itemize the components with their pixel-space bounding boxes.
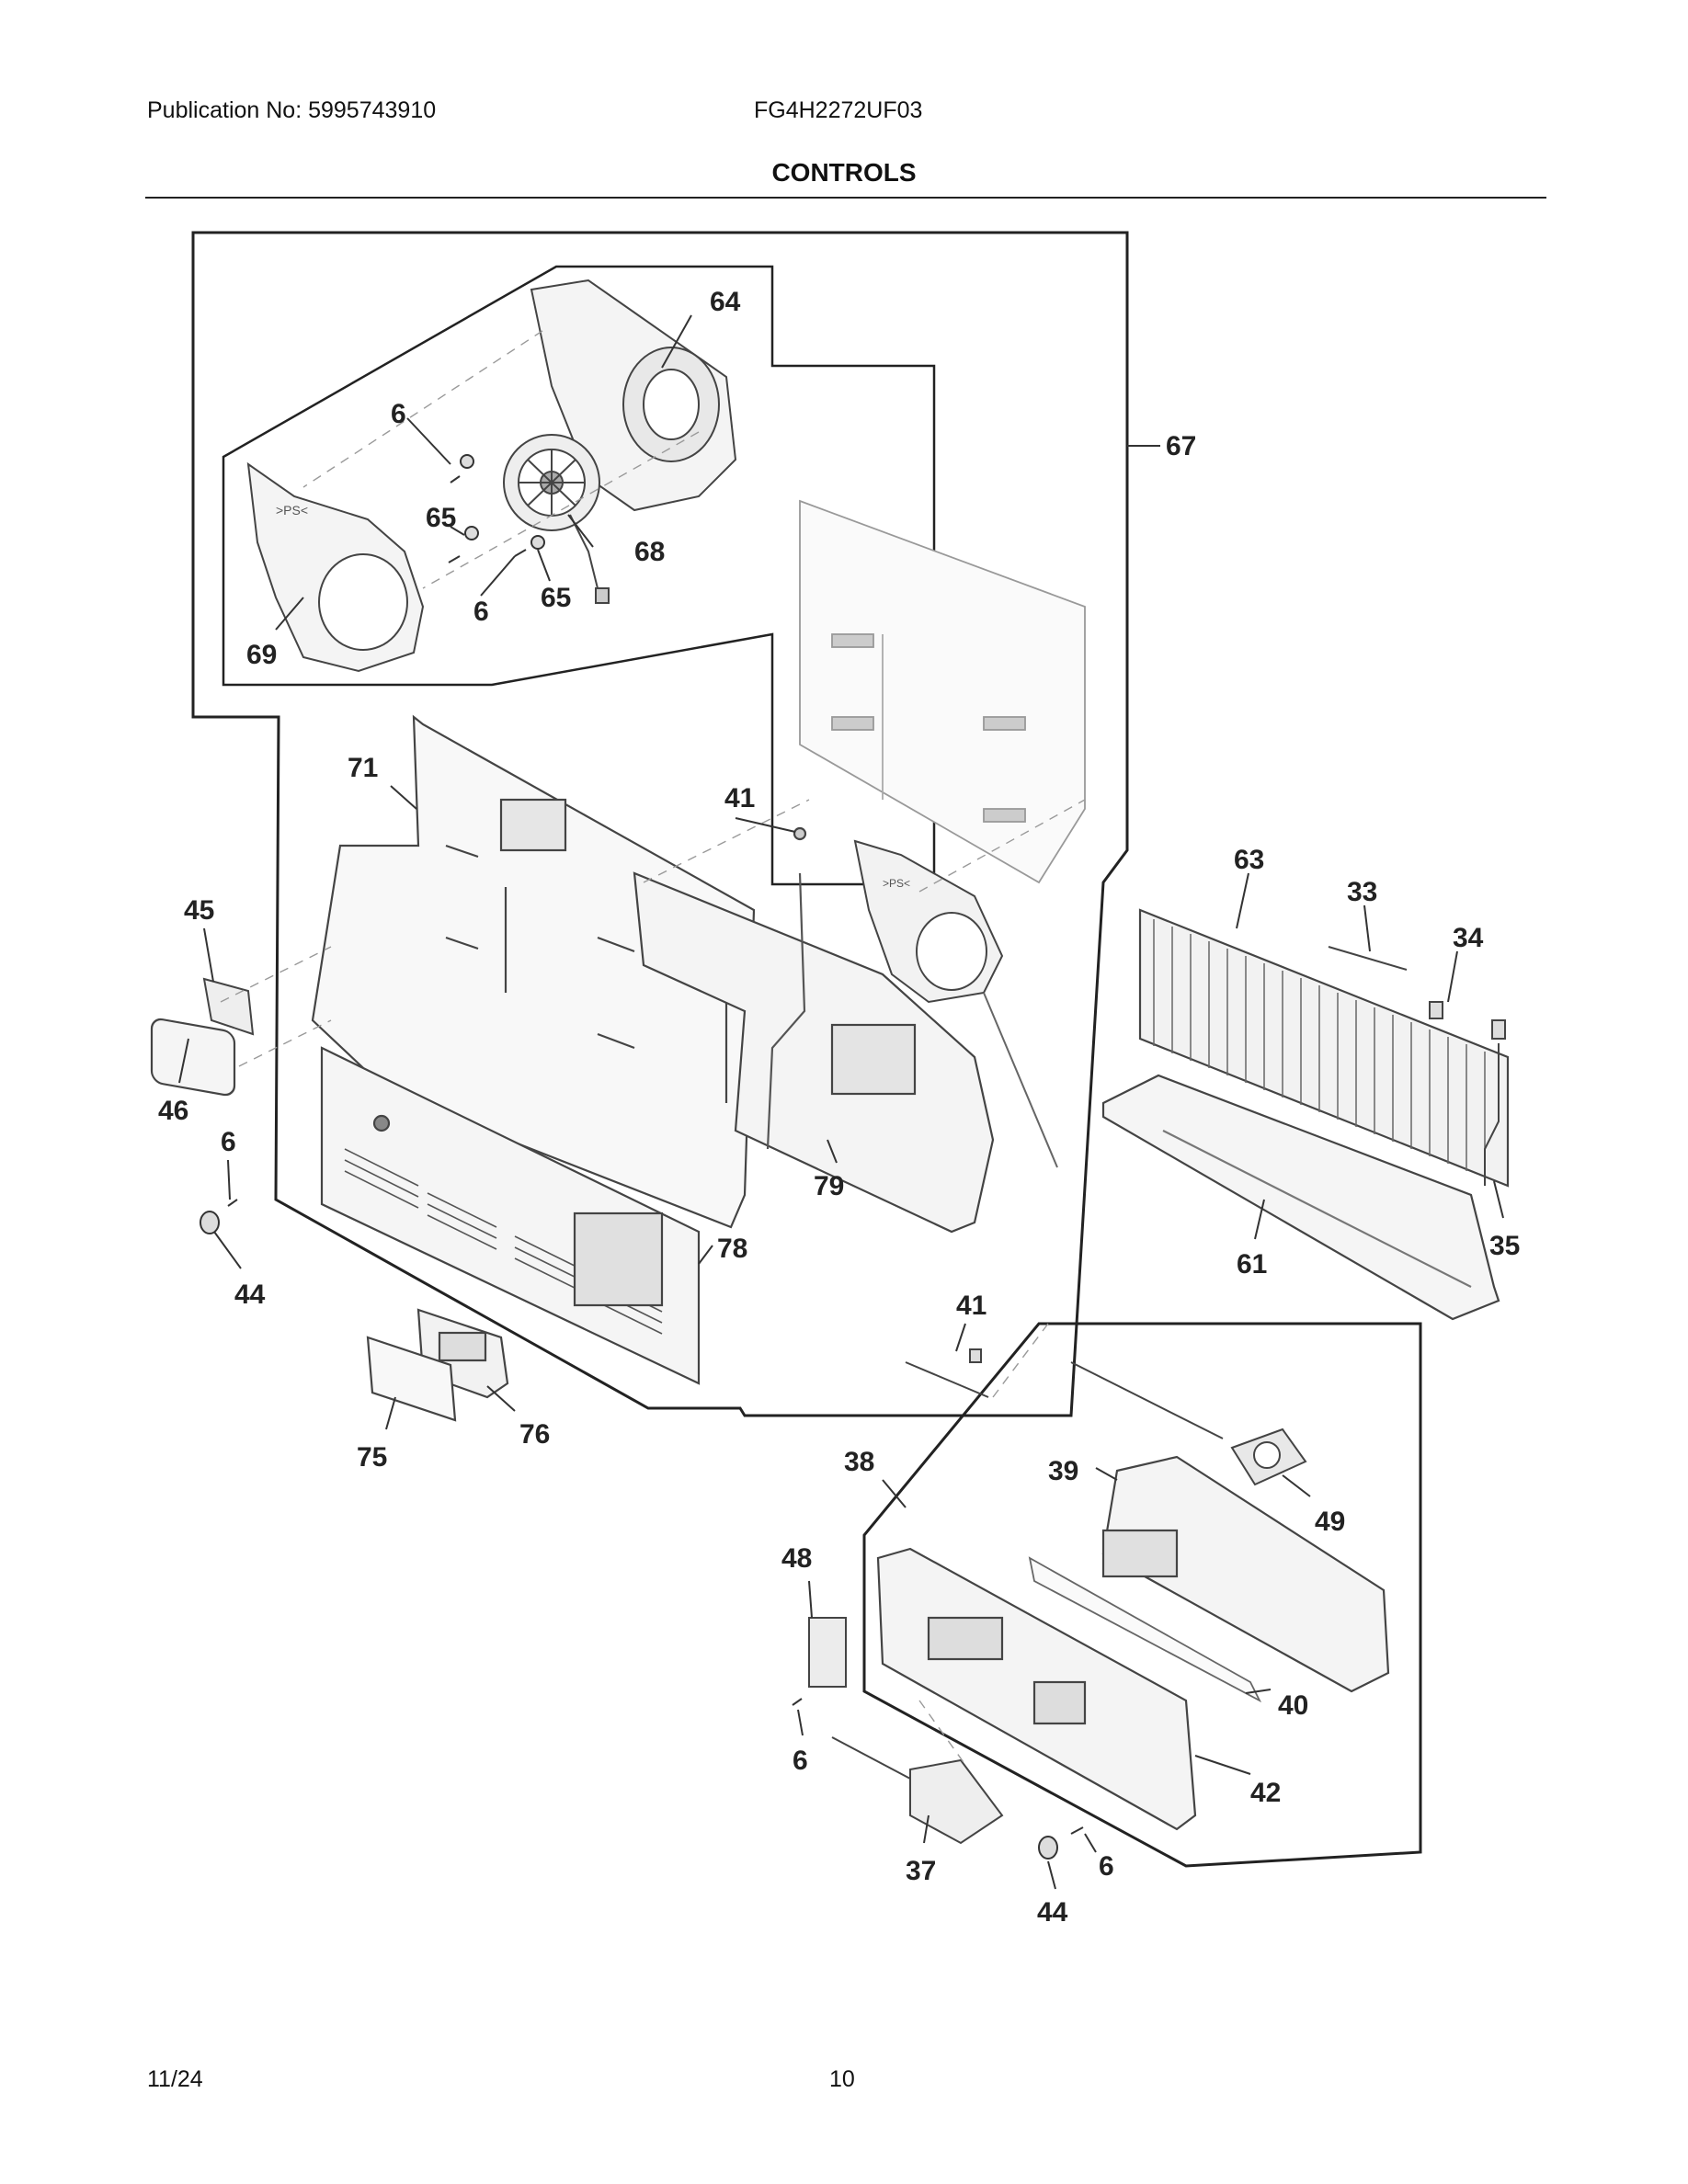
callout-45: 45 — [184, 895, 214, 926]
embossed-ps-mark-2: >PS< — [883, 877, 910, 890]
callout-78: 78 — [717, 1234, 747, 1264]
drain-pan-part — [1101, 1074, 1500, 1321]
publication-number: Publication No: 5995743910 — [147, 97, 437, 123]
callout-63: 63 — [1234, 845, 1264, 875]
fan-secondary-view — [853, 839, 1058, 1168]
section-title: CONTROLS — [771, 158, 917, 187]
callout-44-a: 44 — [234, 1280, 266, 1310]
callout-38: 38 — [844, 1447, 874, 1477]
sensor-lower — [905, 1348, 989, 1398]
control-housing-part — [1101, 1455, 1390, 1693]
callout-65-b: 65 — [541, 583, 571, 613]
callout-71: 71 — [348, 753, 378, 783]
callout-49: 49 — [1315, 1507, 1345, 1537]
light-cover-part — [150, 1018, 236, 1097]
callout-6-a: 6 — [391, 399, 406, 429]
model-number: FG4H2272UF03 — [754, 97, 923, 123]
callout-48: 48 — [781, 1543, 812, 1574]
callout-6-d: 6 — [793, 1746, 808, 1776]
callout-6-b: 6 — [473, 597, 489, 627]
footer-date: 11/24 — [147, 2066, 203, 2092]
fan-motor-part — [503, 434, 610, 604]
assembly-boundary-67 — [191, 231, 1129, 1417]
light-lens-part — [202, 977, 255, 1036]
callout-69: 69 — [246, 640, 277, 670]
callout-44-b: 44 — [1037, 1897, 1068, 1928]
callout-68: 68 — [634, 537, 665, 567]
fan-cover-part — [246, 461, 425, 673]
callout-35: 35 — [1489, 1231, 1520, 1261]
callout-6-c: 6 — [221, 1127, 236, 1157]
callout-67: 67 — [1166, 431, 1196, 461]
callout-39: 39 — [1048, 1456, 1078, 1486]
footer-page-number: 10 — [829, 2066, 855, 2092]
header-rule — [145, 197, 1546, 199]
led-light-part — [831, 1736, 1004, 1845]
callout-6-e: 6 — [1099, 1851, 1114, 1882]
fan-assembly-inset — [222, 265, 936, 886]
callout-41-a: 41 — [724, 783, 755, 813]
defrost-parts — [1328, 946, 1506, 1186]
screw-and-plug-left — [200, 1199, 238, 1234]
evaporator-cover-plate — [799, 499, 1086, 884]
callout-79: 79 — [814, 1171, 844, 1201]
lower-grille-panel-part — [320, 1046, 701, 1385]
callout-41-b: 41 — [956, 1291, 987, 1321]
control-assembly-boundary-38 — [862, 1322, 1422, 1868]
callout-75: 75 — [357, 1442, 387, 1473]
control-board-part — [808, 1617, 847, 1688]
callout-65-a: 65 — [426, 503, 456, 533]
embossed-ps-mark-1: >PS< — [276, 503, 308, 518]
air-duct-part — [633, 826, 995, 1234]
callout-61: 61 — [1237, 1249, 1267, 1280]
leader-lines — [178, 314, 1504, 1890]
callout-42: 42 — [1250, 1778, 1281, 1808]
callout-33: 33 — [1347, 877, 1377, 907]
callout-34: 34 — [1453, 923, 1484, 953]
harness-wire — [1070, 1361, 1224, 1439]
callout-64: 64 — [710, 287, 741, 317]
callout-37: 37 — [906, 1856, 936, 1886]
callout-40: 40 — [1278, 1690, 1308, 1721]
callout-76: 76 — [519, 1419, 550, 1450]
callout-46: 46 — [158, 1096, 188, 1126]
evaporator-coil-part — [1138, 908, 1510, 1188]
assembly-guide-lines — [220, 330, 1086, 1766]
light-lens-cover-part — [366, 1336, 457, 1422]
insulation-sheet-part — [1028, 1556, 1262, 1703]
small-fan-part — [1230, 1428, 1307, 1486]
control-board-frame-part — [876, 1547, 1197, 1831]
screw-and-plug-lower — [792, 1698, 1084, 1860]
screws-washers — [448, 454, 545, 563]
